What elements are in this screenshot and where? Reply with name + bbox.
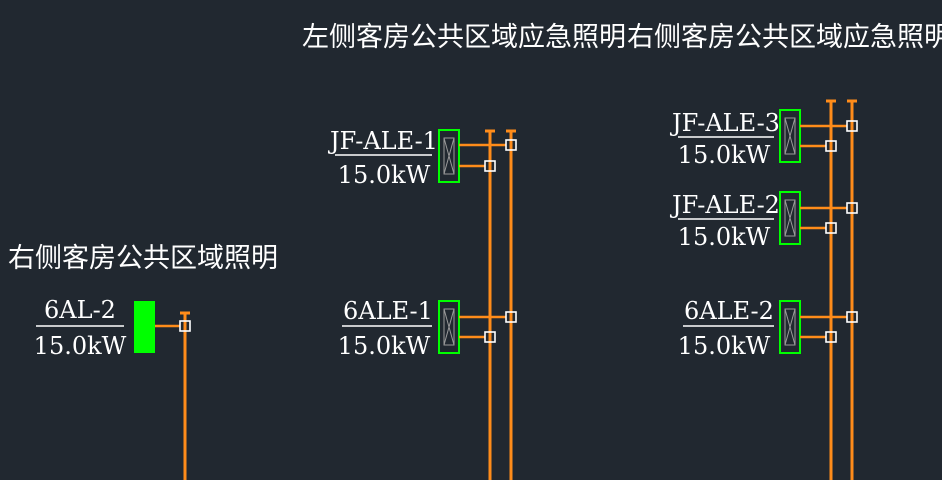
terminal-box bbox=[846, 120, 858, 132]
terminal-box bbox=[846, 202, 858, 214]
title-left-emergency-lighting: 左侧客房公共区域应急照明 bbox=[302, 22, 626, 53]
terminal-box bbox=[505, 311, 517, 323]
panel-jf-ale-1-symbol bbox=[438, 129, 460, 183]
panel-jf-ale-1[interactable]: JF-ALE-1 15.0kW bbox=[327, 127, 517, 189]
panel-jf-ale-2-symbol bbox=[779, 191, 801, 245]
panel-6ale-1-power: 15.0kW bbox=[338, 332, 431, 360]
panel-6al-2-power: 15.0kW bbox=[34, 332, 127, 360]
panel-jf-ale-3[interactable]: JF-ALE-3 15.0kW bbox=[669, 109, 858, 169]
panel-6ale-2-name: 6ALE-2 bbox=[684, 297, 774, 325]
terminal-box bbox=[179, 320, 191, 332]
panel-jf-ale-3-power: 15.0kW bbox=[678, 141, 771, 169]
panel-6ale-1-name: 6ALE-1 bbox=[343, 297, 433, 325]
panel-6ale-1[interactable]: 6ALE-1 15.0kW bbox=[338, 297, 517, 360]
risers bbox=[180, 99, 857, 480]
terminal-box bbox=[825, 140, 837, 152]
panel-6al-2-name: 6AL-2 bbox=[44, 296, 116, 324]
panel-6ale-2-power: 15.0kW bbox=[678, 332, 771, 360]
panel-6al-2[interactable]: 6AL-2 15.0kW bbox=[34, 296, 191, 360]
panel-jf-ale-3-name: JF-ALE-3 bbox=[669, 109, 780, 137]
terminal-box bbox=[825, 331, 837, 343]
panel-jf-ale-1-name: JF-ALE-1 bbox=[327, 127, 438, 155]
terminal-box bbox=[505, 139, 517, 151]
title-right-normal-lighting: 右侧客房公共区域照明 bbox=[8, 243, 278, 274]
title-right-emergency-lighting: 右侧客房公共区域应急照明 bbox=[627, 22, 942, 53]
panel-jf-ale-2[interactable]: JF-ALE-2 15.0kW bbox=[669, 191, 858, 251]
terminal-box bbox=[825, 222, 837, 234]
panel-jf-ale-2-name: JF-ALE-2 bbox=[669, 191, 780, 219]
panel-6ale-1-symbol bbox=[438, 300, 460, 354]
panel-jf-ale-2-power: 15.0kW bbox=[678, 223, 771, 251]
panel-6ale-2-symbol bbox=[779, 300, 801, 354]
terminal-box bbox=[484, 331, 496, 343]
terminal-box bbox=[484, 160, 496, 172]
panel-jf-ale-3-symbol bbox=[779, 109, 801, 163]
panel-6al-2-symbol bbox=[134, 301, 155, 353]
panel-jf-ale-1-power: 15.0kW bbox=[338, 161, 431, 189]
terminal-box bbox=[846, 311, 858, 323]
panel-6ale-2[interactable]: 6ALE-2 15.0kW bbox=[678, 297, 858, 360]
